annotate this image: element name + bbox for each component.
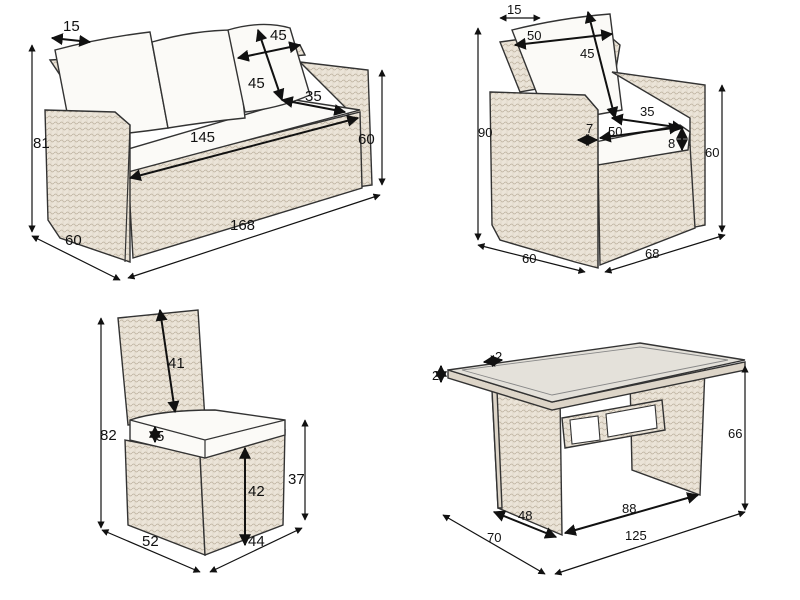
- table-dim-leg-span: 88: [622, 501, 636, 516]
- armchair-dim-seat-depth: 35: [640, 104, 654, 119]
- sofa-dim-seat-width: 145: [190, 129, 215, 146]
- sofa-dim-seat-depth: 35: [305, 88, 322, 105]
- sofa-dim-total-width: 168: [230, 217, 255, 234]
- sofa-dim-back-cushion-width: 45: [270, 27, 287, 44]
- armchair-dim-armrest-height: 60: [705, 145, 719, 160]
- chair-side-body: [124, 439, 206, 557]
- table-dim-depth: 70: [487, 530, 501, 545]
- armchair-dim-back-cushion-height: 45: [580, 46, 594, 61]
- sofa-dim-total-depth: 60: [65, 232, 82, 249]
- armchair-right-armrest: [611, 71, 706, 229]
- chair-seat-cushion: [129, 409, 286, 459]
- sofa-dim-total-height: 81: [33, 135, 50, 152]
- chair-dim-depth: 44: [248, 533, 265, 550]
- table-dim-leg-depth: 48: [518, 508, 532, 523]
- sofa-dim-back-cushion-height: 45: [248, 75, 265, 92]
- armchair-dim-total-depth: 60: [522, 251, 536, 266]
- armchair-dim-back-cushion-width: 50: [527, 28, 541, 43]
- chair-dim-leg-height: 42: [248, 483, 265, 500]
- table-top-glass: [447, 342, 746, 403]
- sofa-drawing: 15 45 45 35 145 168 60 81 60: [28, 18, 386, 281]
- chair-backrest: [117, 309, 206, 426]
- armchair-dim-total-width: 68: [645, 246, 659, 261]
- armchair-dim-total-height: 90: [478, 125, 492, 140]
- chair-drawing: 41 82 5 37 42 44 52: [97, 308, 309, 573]
- armchair-dim-arm-width: 7: [586, 121, 593, 136]
- table-dim-width: 125: [625, 528, 647, 543]
- chair-dim-seat-height: 37: [288, 471, 305, 488]
- armchair-dim-seat-width: 50: [608, 124, 622, 139]
- armchair-drawing: 15 50 45 35 50 7 8 90 60 60 68: [474, 2, 726, 274]
- sofa-dim-back-cushion-thickness: 15: [63, 18, 80, 35]
- table-dim-height: 66: [728, 426, 742, 441]
- chair-dim-cushion-thickness: 5: [156, 428, 164, 445]
- armchair-dim-back-cushion-thickness: 15: [507, 2, 521, 17]
- sofa-dim-armrest-height: 60: [358, 131, 375, 148]
- table-dim-top-overhang: 2: [495, 349, 502, 364]
- chair-dim-width: 52: [142, 533, 159, 550]
- table-drawing: 2 2 66 48 88 70 125: [432, 342, 749, 576]
- chair-dim-total-height: 82: [100, 427, 117, 444]
- armchair-left-armrest: [489, 91, 599, 269]
- table-dim-top-thickness: 2: [432, 368, 439, 383]
- chair-dim-back-height: 41: [168, 355, 185, 372]
- sofa-left-armrest: [44, 109, 131, 263]
- armchair-dim-seat-cushion-thickness: 8: [668, 136, 675, 151]
